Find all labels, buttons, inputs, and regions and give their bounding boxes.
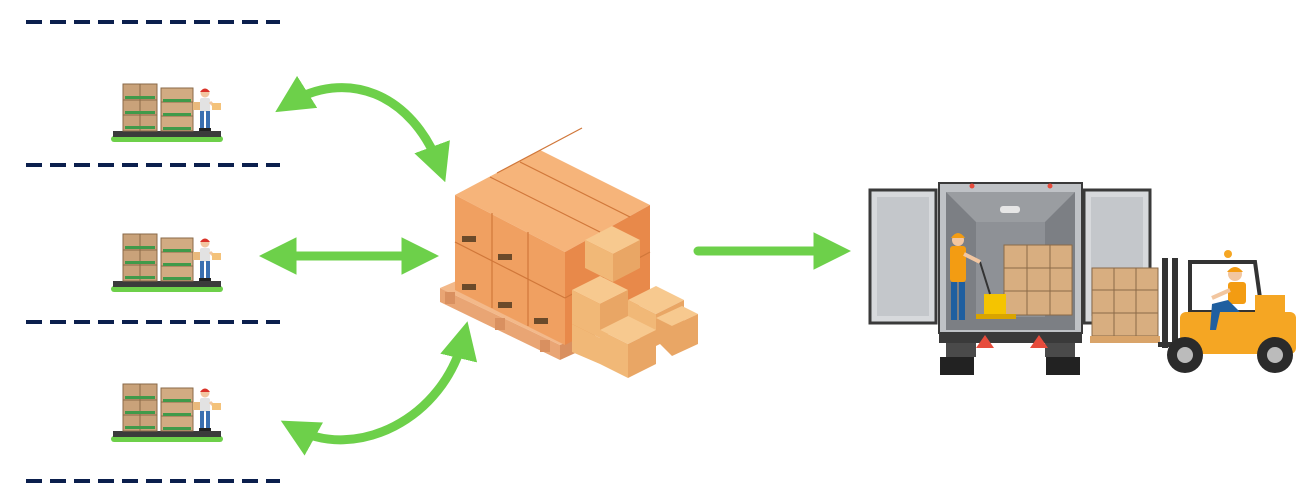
- arrow-row-3-to-pallet: [280, 321, 478, 456]
- divider-lines: [26, 20, 280, 483]
- truck-forklift-icon: [868, 182, 1296, 375]
- flow-arrows: [258, 75, 852, 456]
- stock-row-2-warehouse-shelf-worker-icon: [109, 232, 225, 294]
- stock-row-1-warehouse-shelf-worker-icon: [109, 82, 225, 144]
- stock-row-3-warehouse-shelf-worker-icon: [109, 382, 225, 444]
- arrow-row-1-to-pallet: [275, 75, 450, 183]
- pallet-boxes-icon: [440, 127, 698, 378]
